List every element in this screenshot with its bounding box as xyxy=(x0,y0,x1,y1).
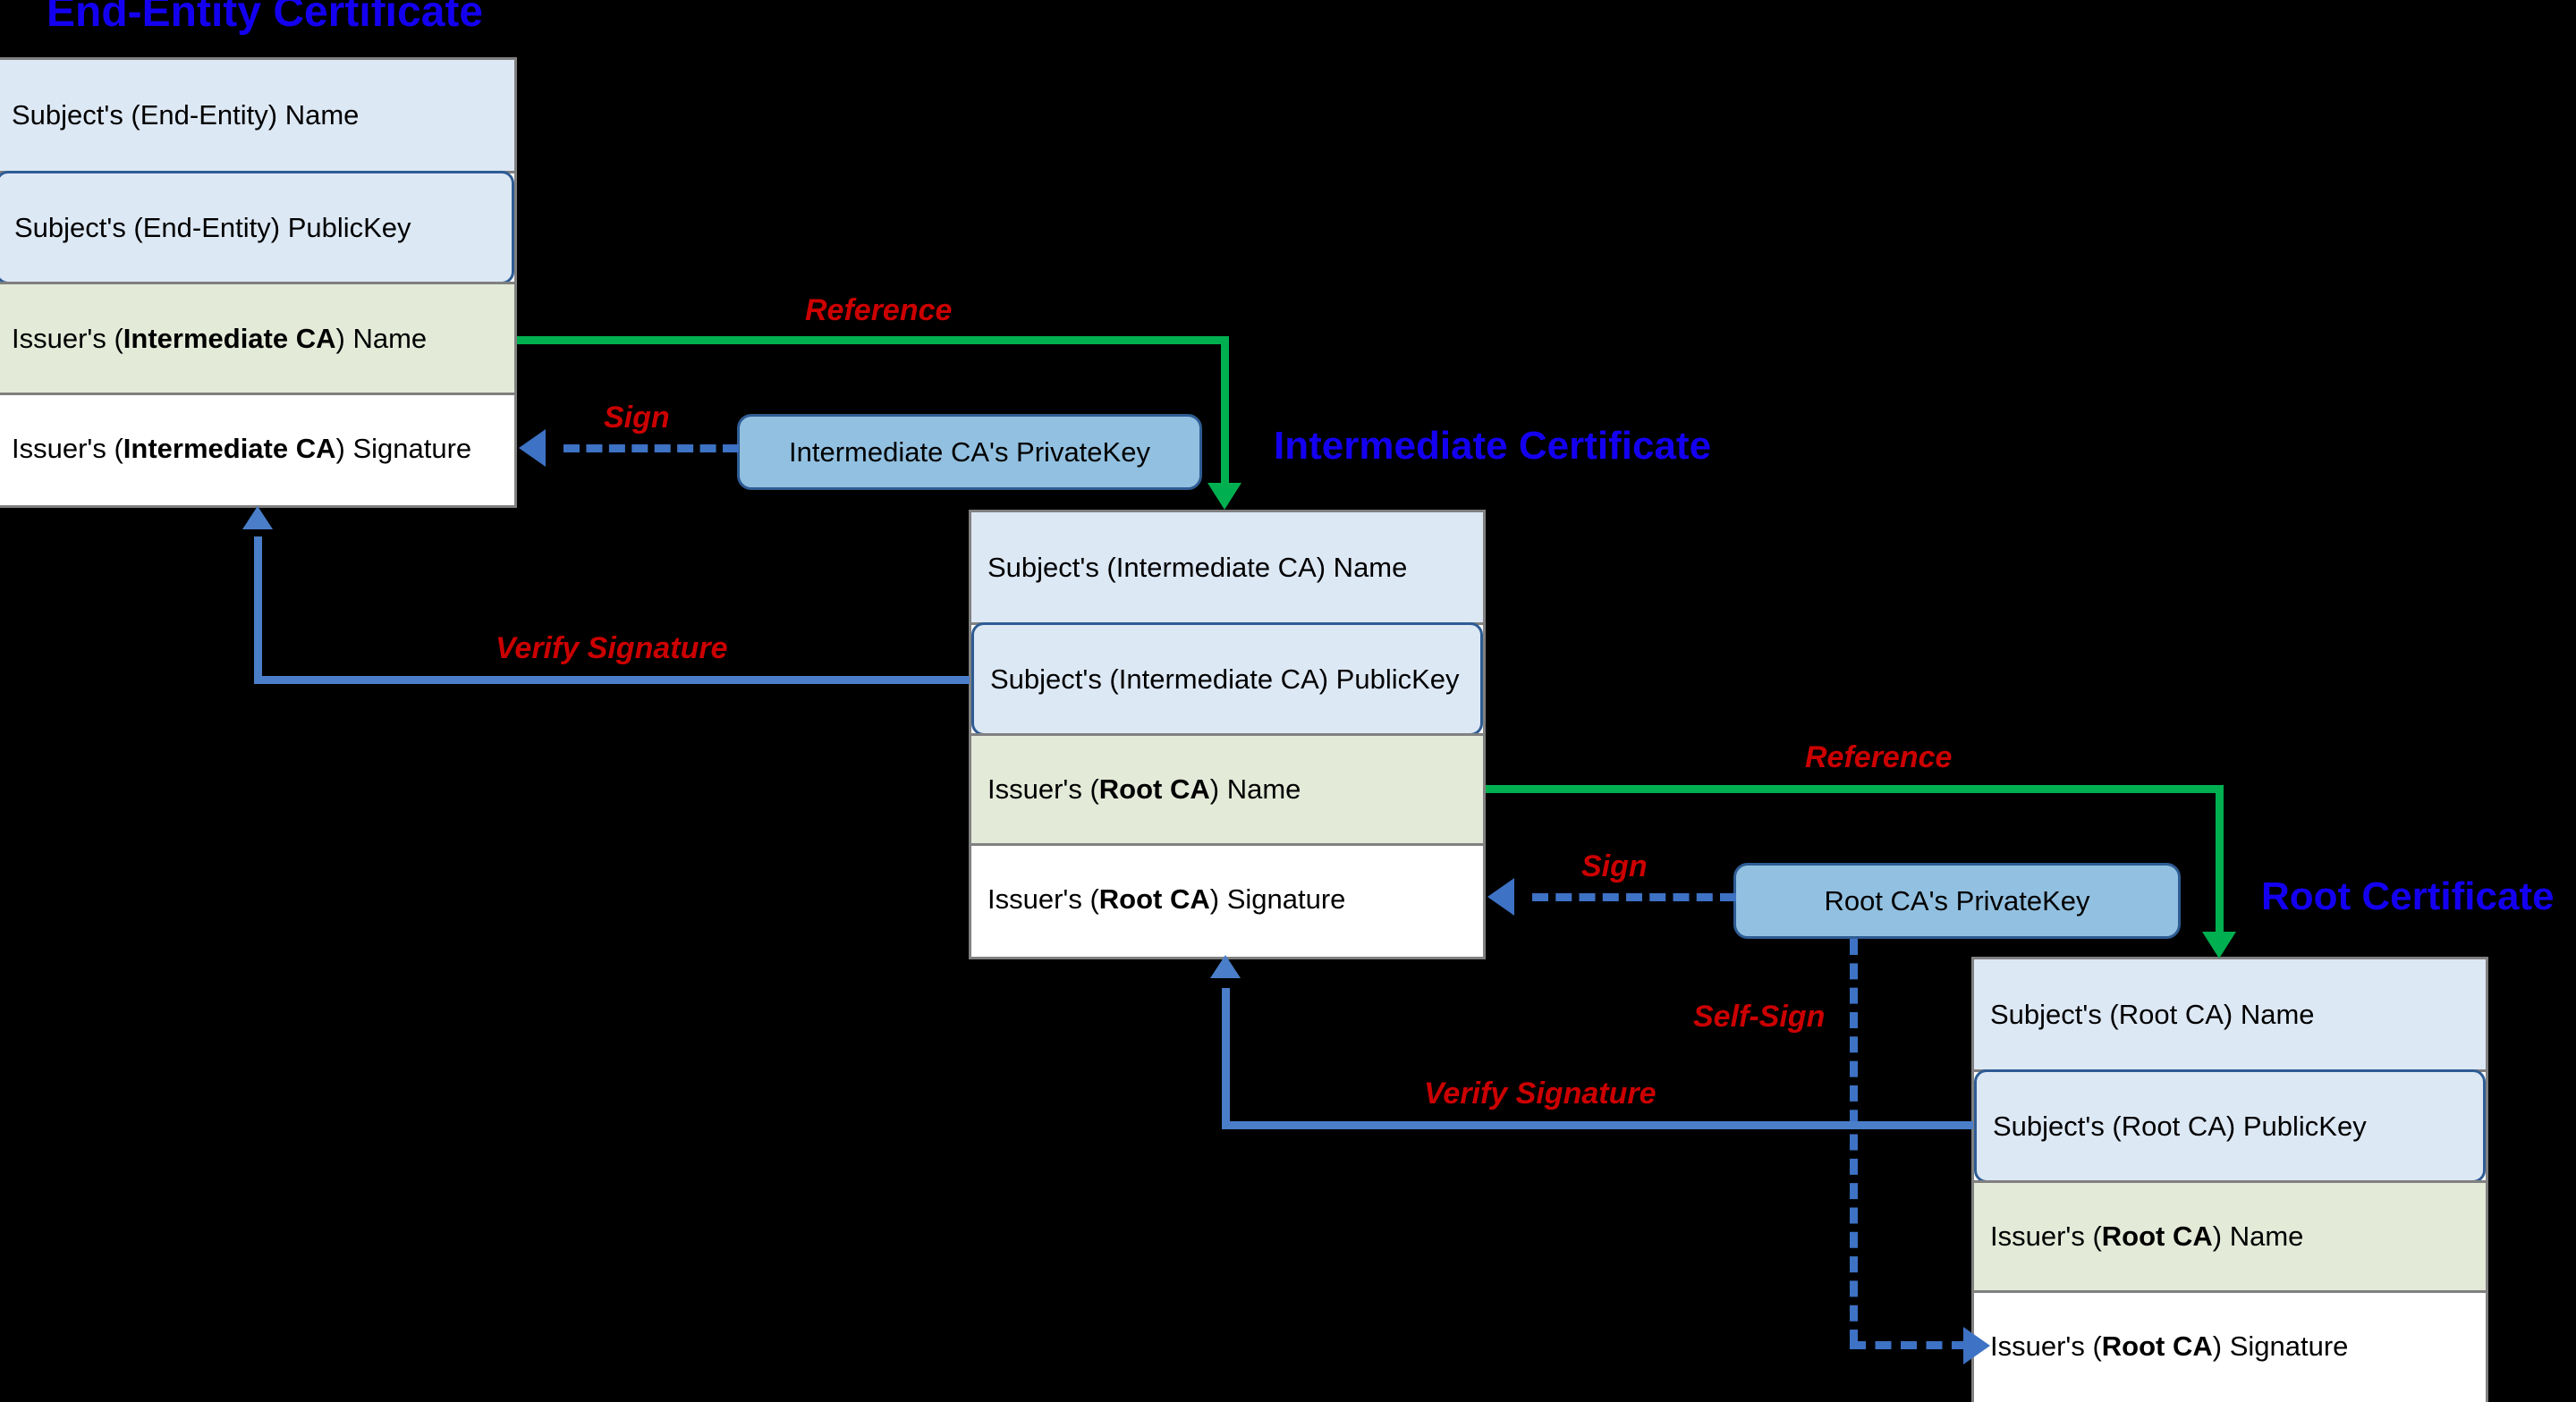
self-sign-arrowhead xyxy=(1963,1327,1990,1364)
reference-line-upper-vertical xyxy=(1221,336,1229,486)
row-subject-publickey: Subject's (Root CA) PublicKey xyxy=(1974,1069,2486,1183)
self-sign-line-vertical xyxy=(1850,939,1858,1346)
row-issuer-signature: Issuer's (Root CA) Signature xyxy=(1974,1293,2486,1400)
issuer-name-suffix: ) Name xyxy=(1209,773,1301,805)
reference-arrowhead-lower xyxy=(2202,932,2236,959)
row-issuer-name: Issuer's (Root CA) Name xyxy=(971,733,1483,846)
title-end-entity-certificate: End-Entity Certificate xyxy=(47,0,484,36)
verify-line-lower-vertical xyxy=(1222,988,1230,1126)
verify-line-lower-horizontal xyxy=(1222,1121,1973,1129)
row-issuer-signature: Issuer's (Root CA) Signature xyxy=(971,846,1483,953)
issuer-name-prefix: Issuer's ( xyxy=(12,322,123,354)
row-issuer-name: Issuer's (Root CA) Name xyxy=(1974,1180,2486,1293)
issuer-signature-authority: Root CA xyxy=(2101,1330,2213,1362)
label-reference-upper: Reference xyxy=(805,293,953,327)
issuer-signature-suffix: ) Signature xyxy=(335,433,472,464)
verify-line-upper-vertical xyxy=(254,536,262,680)
issuer-name-prefix: Issuer's ( xyxy=(987,773,1099,805)
row-subject-publickey: Subject's (Intermediate CA) PublicKey xyxy=(971,622,1483,736)
label-sign-lower: Sign xyxy=(1581,849,1648,883)
verify-arrowhead-upper xyxy=(242,506,273,529)
title-intermediate-certificate: Intermediate Certificate xyxy=(1274,424,1712,468)
row-issuer-signature: Issuer's (Intermediate CA) Signature xyxy=(0,395,514,503)
label-verify-lower: Verify Signature xyxy=(1424,1077,1657,1111)
issuer-name-prefix: Issuer's ( xyxy=(1990,1220,2102,1252)
row-subject-name: Subject's (Root CA) Name xyxy=(1974,959,2486,1072)
label-reference-lower: Reference xyxy=(1805,740,1953,774)
issuer-name-authority: Root CA xyxy=(2101,1220,2213,1252)
issuer-name-suffix: ) Name xyxy=(335,322,428,354)
label-self-sign: Self-Sign xyxy=(1693,1000,1826,1034)
sign-line-lower xyxy=(1532,893,1736,901)
issuer-signature-suffix: ) Signature xyxy=(1209,883,1346,915)
sign-line-upper xyxy=(564,444,739,452)
certificate-end-entity: Subject's (End-Entity) Name Subject's (E… xyxy=(0,57,517,508)
row-subject-name: Subject's (Intermediate CA) Name xyxy=(971,512,1483,625)
issuer-name-authority: Root CA xyxy=(1098,773,1210,805)
reference-line-lower-horizontal xyxy=(1486,785,2224,793)
issuer-signature-suffix: ) Signature xyxy=(2212,1330,2349,1362)
label-verify-upper: Verify Signature xyxy=(496,631,728,665)
row-subject-publickey: Subject's (End-Entity) PublicKey xyxy=(0,171,514,284)
issuer-name-authority: Intermediate CA xyxy=(123,322,336,354)
sign-arrowhead-upper xyxy=(519,429,546,467)
row-subject-name: Subject's (End-Entity) Name xyxy=(0,60,514,173)
certificate-root: Subject's (Root CA) Name Subject's (Root… xyxy=(1971,957,2488,1402)
issuer-signature-prefix: Issuer's ( xyxy=(987,883,1099,915)
issuer-signature-authority: Root CA xyxy=(1098,883,1210,915)
certificate-intermediate: Subject's (Intermediate CA) Name Subject… xyxy=(969,510,1486,959)
reference-line-upper-horizontal xyxy=(517,336,1229,344)
row-issuer-name: Issuer's (Intermediate CA) Name xyxy=(0,282,514,395)
issuer-signature-prefix: Issuer's ( xyxy=(12,433,123,464)
label-sign-upper: Sign xyxy=(604,401,670,435)
issuer-name-suffix: ) Name xyxy=(2212,1220,2304,1252)
verify-arrowhead-lower xyxy=(1210,955,1241,978)
issuer-signature-authority: Intermediate CA xyxy=(123,433,336,464)
privatekey-root-ca: Root CA's PrivateKey xyxy=(1733,863,2181,939)
issuer-signature-prefix: Issuer's ( xyxy=(1990,1330,2102,1362)
reference-line-lower-vertical xyxy=(2216,785,2224,935)
privatekey-intermediate-ca: Intermediate CA's PrivateKey xyxy=(737,414,1202,490)
sign-arrowhead-lower xyxy=(1487,878,1514,916)
self-sign-line-horizontal xyxy=(1850,1341,1968,1349)
verify-line-upper-horizontal xyxy=(254,676,970,684)
title-root-certificate: Root Certificate xyxy=(2261,874,2555,918)
reference-arrowhead-upper xyxy=(1208,483,1241,510)
